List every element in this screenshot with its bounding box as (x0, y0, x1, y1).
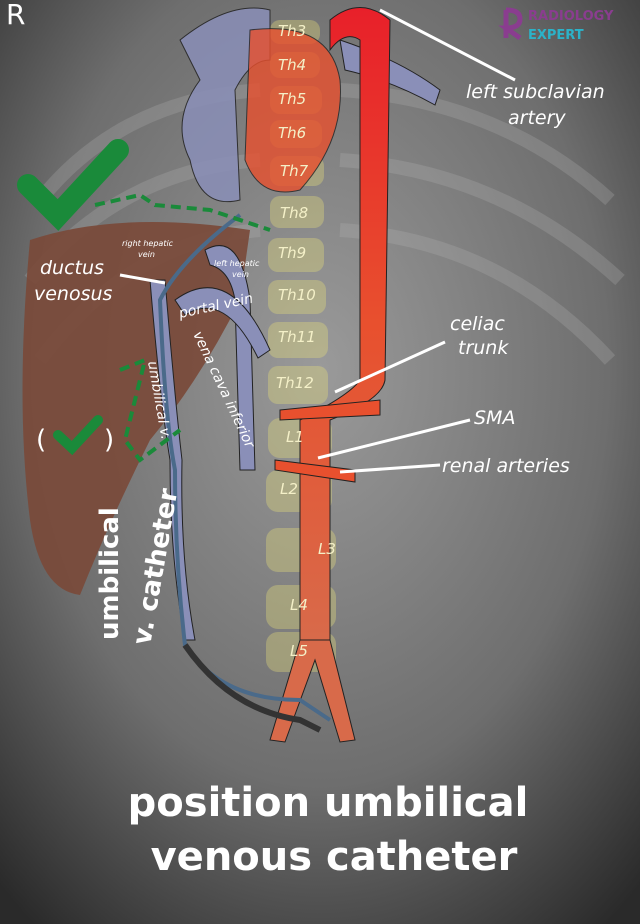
logo-line1: RADIOLOGY (528, 9, 614, 24)
leader-lines (119, 8, 516, 474)
vertebra-label: L2 (280, 480, 298, 498)
vertebra-label: Th12 (276, 374, 314, 392)
paren-close: ) (104, 425, 114, 455)
acceptable-zone-line (94, 192, 271, 232)
vertebra-label: Th7 (280, 162, 309, 180)
liver (22, 222, 250, 595)
vertebra-label: Th11 (278, 328, 316, 346)
catheter-external-tubing (182, 643, 322, 733)
title-line2: venous catheter (151, 834, 518, 880)
vertebra-label: Th8 (280, 204, 308, 222)
check-small-icon (53, 415, 103, 456)
renal-arteries-vessel (274, 459, 356, 483)
heart (244, 28, 341, 193)
vertebra-label: Th6 (278, 124, 306, 142)
logo-mark-icon (498, 7, 523, 41)
vertebra-label: Th5 (278, 90, 306, 108)
vertebra-label: Th4 (278, 56, 306, 74)
vertebra-labels: Th3 Th4 Th5 Th6 Th7 Th8 Th9 Th10 Th11 Th… (276, 22, 336, 660)
label-renal: renal arteries (442, 455, 570, 477)
title-line1: position umbilical (128, 780, 529, 826)
label-left-subclavian-2: artery (508, 107, 566, 129)
vertebra-label: Th10 (278, 286, 316, 304)
superior-vena-cava (179, 7, 271, 203)
label-ductus-2: venosus (34, 283, 113, 305)
label-ductus: ductus (40, 257, 104, 279)
check-icon (17, 139, 129, 231)
logo-line2: EXPERT (528, 28, 584, 43)
inferior-vena-cava (204, 245, 256, 471)
vertebra-label: L4 (290, 596, 308, 614)
label-right-hepatic-2: vein (138, 250, 155, 259)
vertebra-label: L1 (286, 428, 304, 446)
label-left-hepatic: left hepatic (214, 259, 260, 268)
vertebra-label: Th9 (278, 244, 306, 262)
possible-zone-line (119, 356, 182, 463)
label-celiac-2: trunk (458, 337, 509, 359)
label-catheter: umbilical (95, 507, 125, 640)
portal-vein (174, 287, 271, 359)
label-sma: SMA (474, 407, 515, 429)
label-celiac: celiac (450, 313, 505, 335)
celiac-trunk-vessel (279, 399, 381, 421)
right-marker: R (6, 0, 25, 31)
vertebra-label: L5 (290, 642, 308, 660)
label-left-subclavian: left subclavian (466, 81, 605, 103)
label-left-hepatic-2: vein (232, 270, 249, 279)
label-right-hepatic: right hepatic (122, 239, 174, 248)
logo: RADIOLOGY EXPERT (498, 7, 614, 43)
vertebra-label: L3 (318, 540, 336, 558)
vertebra-label: Th3 (278, 22, 306, 40)
paren-open: ( (36, 425, 46, 455)
